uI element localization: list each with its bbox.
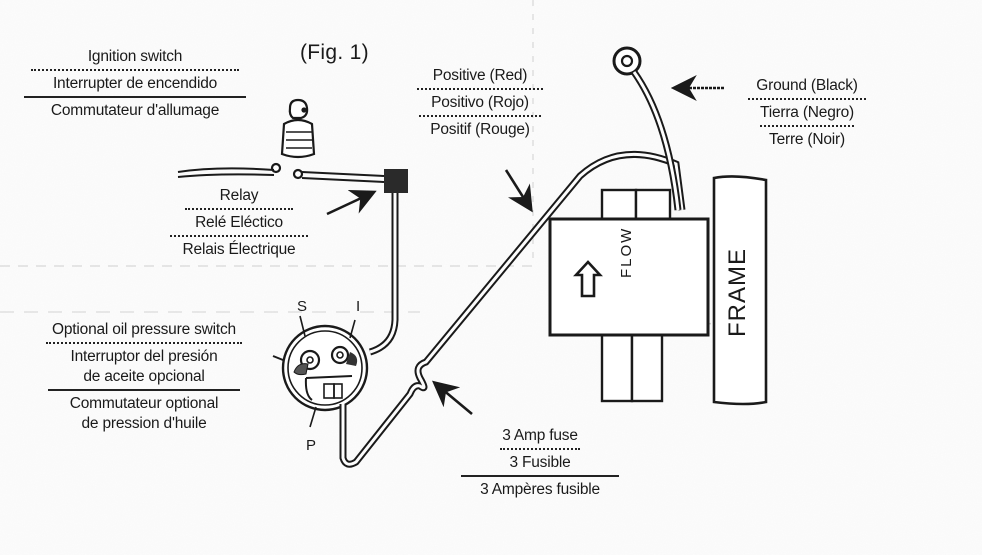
ignition-switch-illustration [177, 98, 385, 183]
oil-switch-label-es-1: Interruptor del presión [70, 348, 218, 365]
ground-label-es: Tierra (Negro) [760, 104, 854, 121]
oil-pressure-switch-label-group: Optional oil pressure switch Interruptor… [16, 320, 272, 434]
oil-pressure-switch-illustration [272, 315, 369, 428]
positive-label-en: Positive (Red) [432, 67, 528, 84]
relay-label-en: Relay [219, 187, 259, 204]
ground-wire-label-group: Ground (Black) Tierra (Negro) Terre (Noi… [732, 76, 882, 150]
relay-label-es: Relé Eléctico [195, 214, 283, 231]
label-divider [461, 475, 619, 477]
flow-arrow-icon [573, 260, 603, 298]
fuse-label-es: 3 Fusible [509, 454, 571, 471]
relay-block [384, 169, 408, 193]
label-divider [760, 125, 854, 127]
oil-switch-label-es-2: de aceite opcional [83, 368, 205, 385]
label-divider [417, 88, 543, 90]
ignition-switch-label-group: Ignition switch Interrupter de encendido… [10, 47, 260, 121]
oil-switch-label-en: Optional oil pressure switch [52, 321, 236, 338]
frame-label: FRAME [724, 248, 751, 337]
label-divider [48, 389, 240, 391]
fuse-pointer-arrow [432, 380, 473, 415]
frame-rail [712, 175, 768, 406]
label-divider [24, 96, 246, 98]
label-divider [419, 115, 541, 117]
figure-caption: (Fig. 1) [300, 41, 369, 64]
fuel-pump-illustration [548, 188, 710, 403]
label-divider [185, 208, 293, 210]
label-divider [170, 235, 308, 237]
ground-label-en: Ground (Black) [756, 77, 858, 94]
label-divider [748, 98, 866, 100]
positive-wire-label-group: Positive (Red) Positivo (Rojo) Positif (… [410, 66, 550, 140]
label-divider [31, 69, 239, 71]
ground-label-fr: Terre (Noir) [769, 131, 845, 148]
oil-switch-label-fr-2: de pression d'huile [81, 415, 207, 432]
pump-flow-label: FLOW [618, 226, 635, 278]
label-divider [46, 342, 242, 344]
relay-pointer-arrow [326, 190, 377, 216]
positive-label-fr: Positif (Rouge) [430, 121, 530, 138]
ignition-switch-label-es: Interrupter de encendido [52, 75, 218, 92]
terminal-p-label: P [306, 437, 317, 454]
terminal-i-label: I [356, 298, 361, 315]
relay-label-group: Relay Relé Eléctico Relais Électrique [150, 186, 328, 260]
oil-switch-label-fr-1: Commutateur optional [69, 395, 219, 412]
fuse-label-group: 3 Amp fuse 3 Fusible 3 Ampères fusible [450, 426, 630, 500]
terminal-s-label: S [297, 298, 308, 315]
ignition-switch-label-fr: Commutateur d'allumage [50, 102, 220, 119]
positive-label-es: Positivo (Rojo) [431, 94, 529, 111]
fuse-label-en: 3 Amp fuse [502, 427, 578, 444]
label-divider [500, 448, 580, 450]
relay-label-fr: Relais Électrique [182, 241, 296, 258]
ignition-switch-label-en: Ignition switch [87, 48, 183, 65]
positive-pointer-arrow [504, 169, 533, 213]
fuse-label-fr: 3 Ampères fusible [480, 481, 600, 498]
